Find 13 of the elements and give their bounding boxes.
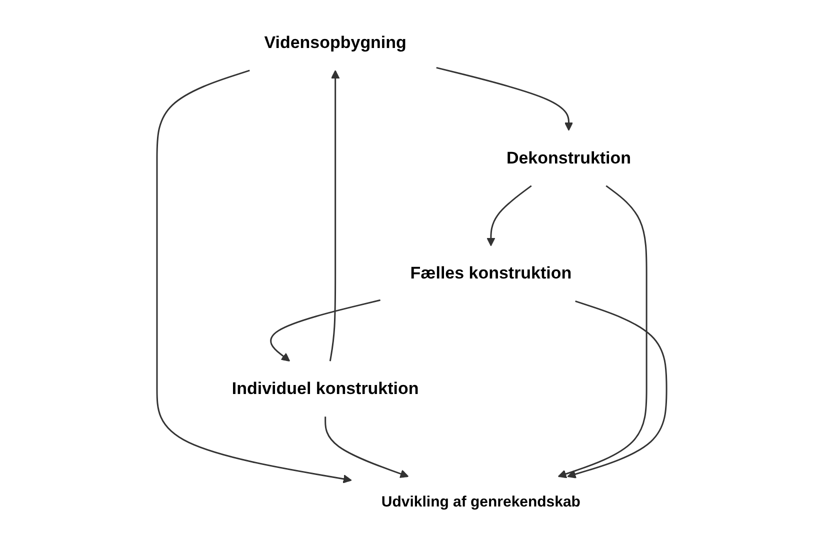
arrow <box>270 299 380 362</box>
arrow <box>566 300 668 478</box>
arrow <box>486 185 532 246</box>
node-text: Individuel konstruktion <box>232 379 418 398</box>
arrow <box>324 416 408 478</box>
arrow <box>329 70 340 362</box>
arrow <box>156 70 352 484</box>
arrow <box>436 66 573 131</box>
node-text: Dekonstruktion <box>506 148 631 168</box>
arrow <box>558 185 648 478</box>
node-text: Fælles konstruktion <box>410 264 572 283</box>
node-text: Vidensopbygning <box>264 32 406 52</box>
node-text: Udvikling af genrekendskab <box>381 494 580 511</box>
